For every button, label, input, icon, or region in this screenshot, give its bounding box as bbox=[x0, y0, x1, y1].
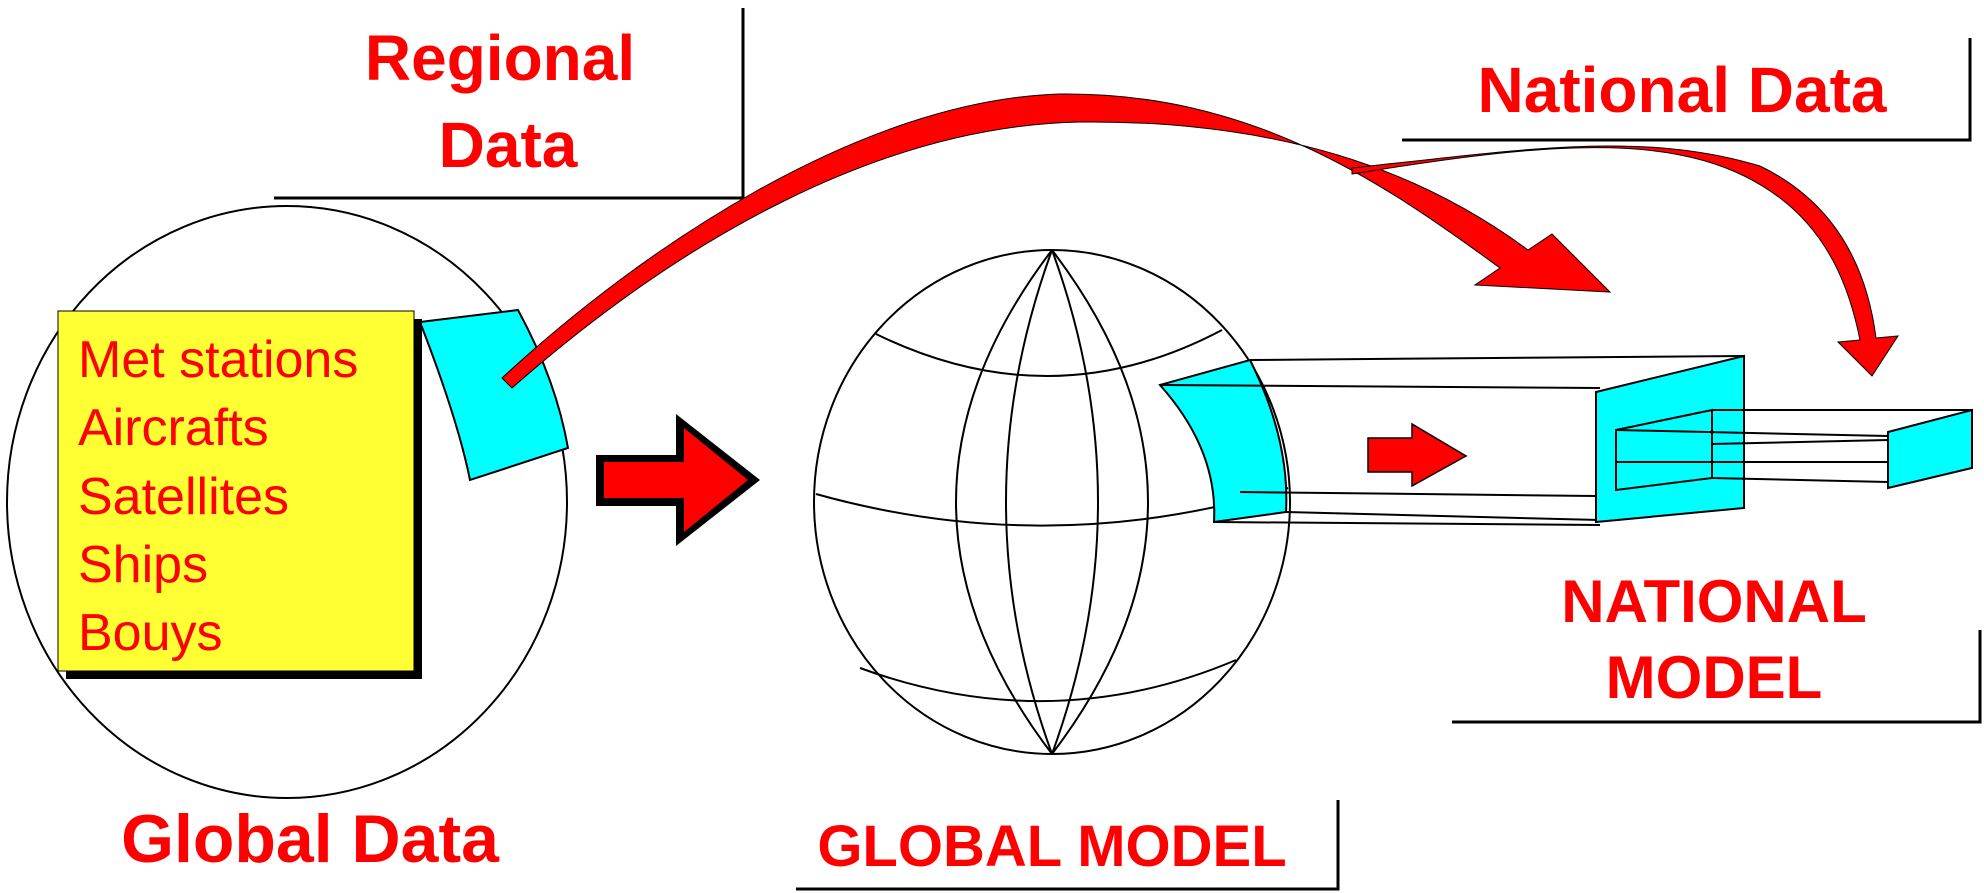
arrow-right-icon bbox=[596, 414, 760, 546]
national-model-box bbox=[1595, 354, 1973, 524]
observation-aircrafts: Aircrafts bbox=[78, 399, 269, 457]
curved-arrow-icon bbox=[501, 93, 1612, 389]
global-data-label: Global Data bbox=[121, 801, 500, 877]
global-model-extrusion bbox=[1158, 355, 1745, 526]
observations-box-background bbox=[57, 310, 415, 672]
observation-bouys: Bouys bbox=[78, 604, 223, 662]
global-model-region-patch bbox=[1158, 358, 1288, 524]
national-data-arrow-icon bbox=[1351, 145, 1899, 377]
national-model-bracket bbox=[1452, 630, 1982, 724]
national-data-bracket bbox=[1402, 38, 1972, 142]
national-data-label: National Data bbox=[1402, 38, 1972, 142]
global-model-bracket bbox=[796, 800, 1340, 891]
observations-box: Met stations Aircrafts Satellites Ships … bbox=[57, 310, 422, 679]
observation-satellites: Satellites bbox=[78, 468, 289, 526]
inner-arrow-right-icon bbox=[1367, 422, 1468, 488]
regional-data-bracket bbox=[274, 8, 745, 200]
national-model-label: NATIONAL MODEL bbox=[1452, 568, 1982, 724]
observation-ships: Ships bbox=[78, 536, 208, 594]
regional-data-line2: Data bbox=[439, 109, 578, 181]
regional-data-line1: Regional bbox=[365, 22, 635, 94]
national-model-line1: NATIONAL bbox=[1561, 568, 1867, 635]
regional-data-label: Regional Data bbox=[274, 8, 745, 200]
national-data-text: National Data bbox=[1478, 54, 1887, 126]
global-model-label: GLOBAL MODEL bbox=[796, 800, 1340, 891]
observation-met-stations: Met stations bbox=[78, 331, 358, 389]
national-model-line2: MODEL bbox=[1606, 644, 1823, 711]
global-data-circle bbox=[6, 205, 568, 799]
regional-area-patch bbox=[418, 308, 570, 482]
global-model-text: GLOBAL MODEL bbox=[817, 814, 1286, 879]
